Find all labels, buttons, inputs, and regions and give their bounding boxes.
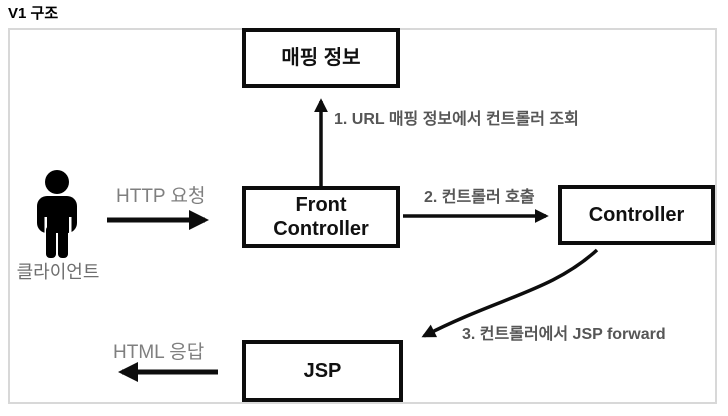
edge-label-call-controller: 2. 컨트롤러 호출: [424, 189, 535, 206]
node-mapping-info: 매핑 정보: [242, 28, 400, 88]
node-controller: Controller: [558, 185, 715, 245]
node-front-controller: Front Controller: [242, 186, 400, 248]
edge-label-html-response: HTML 응답: [113, 342, 205, 363]
node-front-controller-label: Front Controller: [273, 194, 369, 240]
diagram-title: V1 구조: [8, 5, 59, 22]
node-jsp-label: JSP: [303, 360, 342, 382]
edge-label-jsp-forward: 3. 컨트롤러에서 JSP forward: [462, 326, 666, 343]
client-label: 클라이언트: [16, 262, 100, 282]
node-controller-label: Controller: [588, 204, 685, 226]
edge-label-lookup: 1. URL 매핑 정보에서 컨트롤러 조회: [334, 111, 579, 128]
node-mapping-info-label: 매핑 정보: [281, 47, 361, 69]
node-jsp: JSP: [242, 340, 403, 402]
edge-label-http-request: HTTP 요청: [116, 186, 206, 207]
